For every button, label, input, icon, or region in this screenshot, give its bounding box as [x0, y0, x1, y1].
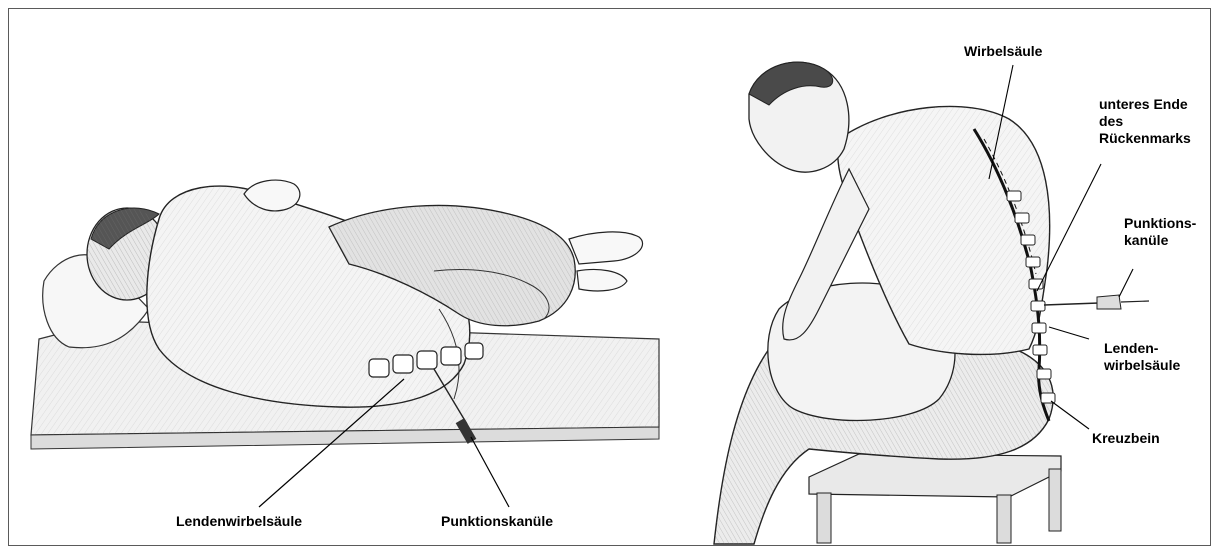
figure-frame: Lendenwirbelsäule Punktionskanüle Wirbel…	[8, 8, 1211, 546]
seated-puncture-needle	[1044, 295, 1149, 309]
label-lumbar: Lenden- wirbelsäule	[1104, 340, 1180, 374]
feet	[569, 232, 643, 291]
label-sacrum: Kreuzbein	[1092, 430, 1160, 447]
pointer-sacrum	[1051, 401, 1089, 429]
label-spinal-cord-end-line2: des	[1099, 113, 1191, 130]
stool	[809, 454, 1061, 543]
label-spine: Wirbelsäule	[964, 43, 1042, 60]
label-lumbar-spine: Lendenwirbelsäule	[176, 513, 302, 530]
label-spinal-cord-end: unteres Ende des Rückenmarks	[1099, 96, 1191, 147]
pointer-puncture-needle	[471, 437, 509, 507]
illustration-canvas	[9, 9, 1212, 547]
seated-head	[749, 62, 849, 172]
seated-patient-illustration	[714, 62, 1149, 544]
lying-patient-illustration	[31, 180, 659, 507]
pointer-lumbar	[1049, 327, 1089, 339]
label-lumbar-line1: Lenden-	[1104, 340, 1180, 357]
label-spinal-cord-end-line1: unteres Ende	[1099, 96, 1191, 113]
label-lumbar-line2: wirbelsäule	[1104, 357, 1180, 374]
label-needle: Punktions- kanüle	[1124, 215, 1196, 249]
label-spinal-cord-end-line3: Rückenmarks	[1099, 130, 1191, 147]
pointer-needle	[1119, 269, 1133, 297]
label-needle-line2: kanüle	[1124, 232, 1196, 249]
label-puncture-needle: Punktionskanüle	[441, 513, 553, 530]
label-needle-line1: Punktions-	[1124, 215, 1196, 232]
